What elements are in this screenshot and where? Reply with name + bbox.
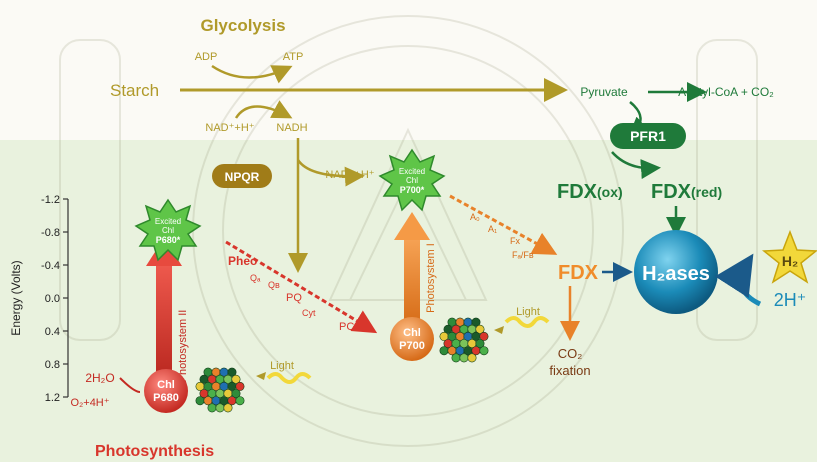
psii-chl-p680 <box>144 369 188 413</box>
fdx-ox-label: FDX(ox) <box>557 181 623 203</box>
cyt-label: Cyt <box>302 308 316 318</box>
pheo-label: Pheo <box>228 254 257 268</box>
psi-chl-p700 <box>390 317 434 361</box>
psi-excitation-arrow <box>404 236 420 330</box>
pigment-dot <box>208 404 216 412</box>
axis-tick-label: 1.2 <box>45 392 60 404</box>
pigment-dot <box>452 354 460 362</box>
psii-excited-label-2: Chl <box>162 226 174 235</box>
axis-tick-label: -0.8 <box>41 227 60 239</box>
psi-excited-label-1: Excited <box>399 167 425 176</box>
qa-label: Qₐ <box>250 273 261 283</box>
nad-h-label: NAD⁺+H⁺ <box>205 122 254 134</box>
axis-tick-label: 0.8 <box>45 359 60 371</box>
water-label: 2H₂O <box>85 371 114 385</box>
psi-light-label: Light <box>516 306 540 318</box>
pq-label: PQ <box>286 292 302 304</box>
axis-tick-label: 0.4 <box>45 326 60 338</box>
pigment-dot <box>460 354 468 362</box>
axis-tick-label: 0.0 <box>45 293 60 305</box>
photosynthesis-title: Photosynthesis <box>95 443 214 460</box>
a1-label: A₁ <box>488 224 497 234</box>
axis-label: Energy (Volts) <box>9 260 23 335</box>
a0-label: A₀ <box>470 212 480 222</box>
h2-label: H₂ <box>782 253 798 269</box>
psii-chl-label-1: Chl <box>157 379 175 391</box>
fdx-red-label: FDX(red) <box>651 181 722 203</box>
axis-tick-label: -1.2 <box>41 194 60 206</box>
acetyl-coa-label: Acetyl-CoA + CO₂ <box>678 85 774 99</box>
nad-h-2-label: NAD⁺+H⁺ <box>325 169 374 181</box>
pigment-dot <box>196 397 204 405</box>
glycolysis-title: Glycolysis <box>200 16 285 35</box>
atp-label: ATP <box>283 51 304 63</box>
2h-plus-label: 2H⁺ <box>774 290 807 310</box>
pigment-dot <box>216 404 224 412</box>
axis-tick-label: -0.4 <box>41 260 60 272</box>
psii-excited-label-1: Excited <box>155 217 181 226</box>
psi-excited-label-3: P700* <box>400 185 425 195</box>
psii-light-label: Light <box>270 360 294 372</box>
nadh-label: NADH <box>276 122 307 134</box>
psii-chl-label-2: P680 <box>153 392 179 404</box>
psi-excited-label-2: Chl <box>406 176 418 185</box>
oxygen-label: O₂+4H⁺ <box>70 397 109 409</box>
qb-label: Qʙ <box>268 280 280 290</box>
fdx-label: FDX <box>558 262 599 284</box>
fx-label: Fx <box>510 236 520 246</box>
fafb-label: Fₐ/Fʙ <box>512 250 534 260</box>
fixation-label: fixation <box>549 363 590 378</box>
pigment-dot <box>236 397 244 405</box>
starch-label: Starch <box>110 81 159 100</box>
pigment-dot <box>468 354 476 362</box>
psii-excitation-arrow <box>156 262 172 382</box>
co2-label: CO₂ <box>558 346 583 361</box>
psii-excited-label-3: P680* <box>156 235 181 245</box>
pc-label: PC <box>339 321 354 333</box>
pfr1-label: PFR1 <box>630 128 666 144</box>
psi-chl-label-2: P700 <box>399 340 425 352</box>
psi-label: Photosystem I <box>425 243 437 313</box>
pigment-dot <box>440 347 448 355</box>
psii-label: Photosystem II <box>177 310 189 383</box>
psi-chl-label-1: Chl <box>403 327 421 339</box>
pigment-dot <box>480 347 488 355</box>
adp-label: ADP <box>195 51 218 63</box>
pyruvate-label: Pyruvate <box>580 85 628 99</box>
h2ases-label: H₂ases <box>642 263 710 285</box>
npqr-label: NPQR <box>225 170 260 184</box>
pigment-dot <box>224 404 232 412</box>
